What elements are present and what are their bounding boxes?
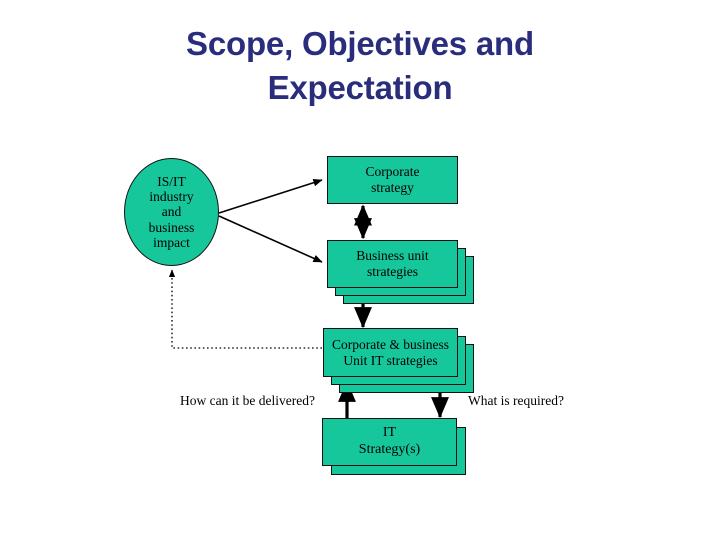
node-corporate-strategy-label: Corporate strategy	[365, 164, 420, 195]
node-it-strategies[interactable]: IT Strategy(s)	[322, 418, 457, 466]
caption-what-is-required: What is required?	[468, 393, 564, 408]
connector-ellipse-to-corporate-strategy	[218, 178, 323, 214]
node-corporate-business-unit-it-strategies-group: Corporate & business Unit IT strategies	[323, 328, 475, 394]
node-corporate-business-unit-it-strategies[interactable]: Corporate & business Unit IT strategies	[323, 328, 458, 377]
node-it-strategies-label: IT Strategy(s)	[358, 425, 421, 457]
node-corporate-strategy[interactable]: Corporate strategy	[327, 156, 458, 204]
node-business-unit-strategies-group: Business unit strategies	[327, 240, 475, 305]
node-is-it-industry[interactable]: IS/IT industry and business impact	[124, 158, 219, 266]
node-business-unit-strategies-label: Business unit strategies	[356, 248, 429, 279]
caption-how-can-it-be-delivered: How can it be delivered?	[180, 393, 315, 408]
node-business-unit-strategies[interactable]: Business unit strategies	[327, 240, 458, 288]
node-is-it-industry-label: IS/IT industry and business impact	[148, 173, 195, 251]
node-corporate-business-unit-it-strategies-label: Corporate & business Unit IT strategies	[332, 336, 449, 368]
connector-corp-business-it-feedback-to-ellipse	[168, 269, 322, 349]
node-it-strategies-group: IT Strategy(s)	[322, 418, 474, 478]
page-title: Scope, Objectives and Expectation	[186, 25, 534, 106]
connector-ellipse-to-business-unit	[218, 215, 323, 263]
